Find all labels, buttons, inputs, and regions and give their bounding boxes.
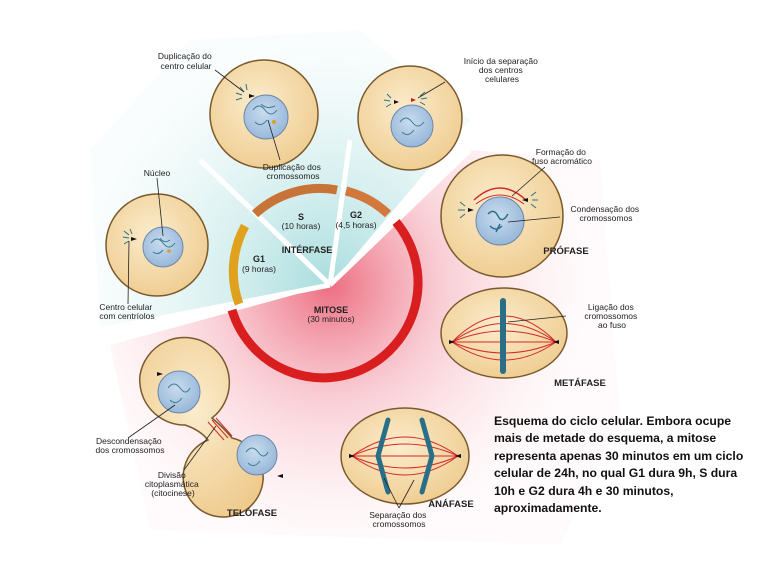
mitose-label: MITOSE <box>314 305 348 315</box>
cell-anaphase <box>340 407 470 505</box>
phase-anafase: ANÁFASE <box>428 499 473 510</box>
label-duplicacao-centro: Duplicação do centro celular <box>158 51 214 71</box>
cell-metaphase <box>440 287 568 379</box>
label-ligacao: Ligação dos cromossomos ao fuso <box>584 302 639 330</box>
ring-mitose-segment <box>227 219 423 383</box>
leader-lines <box>127 69 567 509</box>
wedge-dividers <box>99 139 472 333</box>
g2-duration: (4,5 horas) <box>335 220 376 230</box>
centriole-icon <box>122 228 137 245</box>
phase-telofase: TELÓFASE <box>227 507 277 519</box>
label-formacao-fuso: Formação do fuso acromático <box>532 147 592 166</box>
label-descondensacao: Descondensação dos cromossomos <box>96 436 165 455</box>
phase-metafase: METÁFASE <box>554 378 606 389</box>
s-label: S <box>298 212 304 222</box>
g2-label: G2 <box>350 210 362 220</box>
cell-prophase <box>440 154 564 278</box>
label-divisao: Divisão citoplasmática (citocinese) <box>145 470 201 498</box>
cell-telophase <box>138 336 283 518</box>
phase-profase: PRÓFASE <box>543 245 588 257</box>
ring-g1-segment <box>228 223 249 306</box>
label-nucleo: Núcleo <box>144 168 171 178</box>
label-separacao: Separação dos cromossomos <box>369 510 429 529</box>
cell-s <box>209 59 319 169</box>
g1-duration: (9 horas) <box>242 264 276 274</box>
interfase-label: INTÉRFASE <box>282 245 333 255</box>
ring-g2-segment <box>344 186 392 218</box>
label-duplicacao-cromossomos: Duplicação dos cromossomos <box>263 162 324 181</box>
mitose-duration: (30 minutos) <box>307 314 354 324</box>
ring-s-segment <box>251 183 338 218</box>
centriole-icon <box>383 91 428 108</box>
label-centro-centriolos: Centro celular com centríolos <box>99 302 154 321</box>
label-condensacao: Condensação dos cromossomos <box>571 204 642 223</box>
s-duration: (10 horas) <box>282 221 321 231</box>
g1-label: G1 <box>253 254 265 264</box>
label-inicio-separacao: Início da separação dos centros celulare… <box>464 56 541 84</box>
figure-caption: Esquema do ciclo celular. Embora ocupe m… <box>494 414 744 516</box>
centriole-icon <box>458 191 538 219</box>
cell-g2 <box>357 65 463 171</box>
cell-g1 <box>105 193 209 297</box>
